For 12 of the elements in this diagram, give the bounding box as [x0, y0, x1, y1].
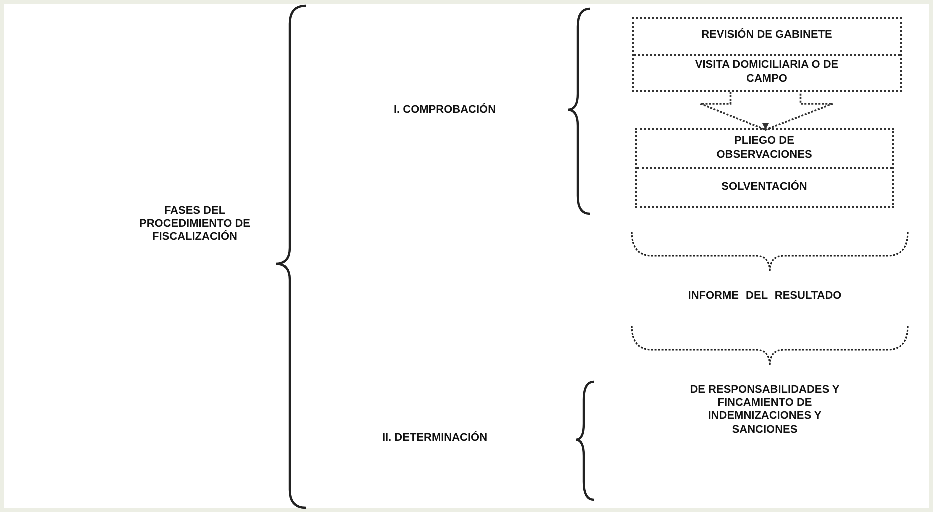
step-label: INFORME DEL RESULTADO: [687, 290, 843, 304]
step-text: PLIEGO DE OBSERVACIONES: [716, 134, 814, 162]
phase-label: I. COMPROBACIÓN: [392, 104, 498, 118]
arrow: [700, 91, 834, 131]
dotted-box: [635, 128, 894, 208]
title-text: FASES DEL PROCEDIMIENTO DE FISCALIZACIÓN: [138, 205, 252, 245]
step-label: DE RESPONSABILIDADES Y FINCAMIENTO DE INDEMNIZACIONES Y SANCIONES: [690, 384, 840, 437]
step-text: REVISIÓN DE GABINETE: [700, 27, 834, 44]
step-text: SOLVENTACIÓN: [637, 167, 892, 206]
phase-label: II. DETERMINACIÓN: [381, 432, 489, 446]
dotted-box: [632, 17, 902, 92]
step-text: VISITA DOMICILIARIA O DE CAMPO: [634, 54, 900, 90]
